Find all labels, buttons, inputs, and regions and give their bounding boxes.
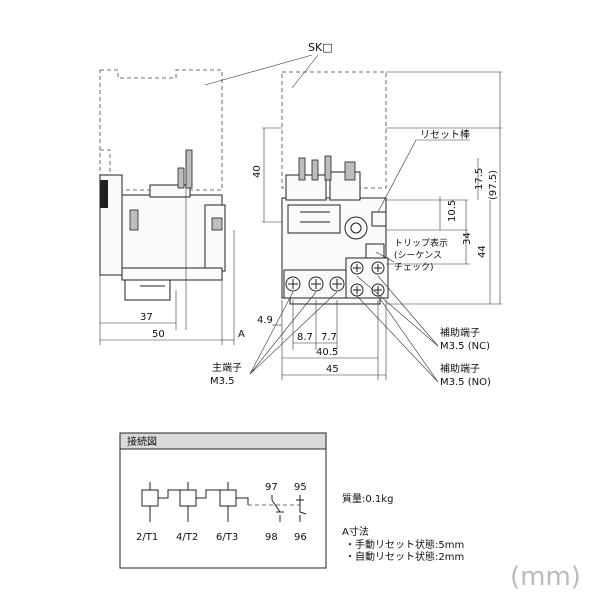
a-dimension-auto: ・自動リセット状態:2mm	[345, 550, 464, 563]
reset-bar-label: リセット棒	[420, 128, 470, 141]
trip-indicator-label-1: トリップ表示	[394, 237, 448, 249]
terminal-6-t3: 6/T3	[216, 532, 238, 543]
terminal-2-t1: 2/T1	[136, 532, 158, 543]
a-dimension-title: A寸法	[342, 525, 369, 538]
dim-10-5: 10.5	[447, 200, 458, 222]
a-dimension-manual: ・手動リセット状態:5mm	[345, 538, 464, 551]
unit-label: (mm)	[510, 562, 581, 592]
dim-17-5: 17.5	[474, 168, 485, 190]
trip-indicator-label-3: チェック)	[394, 262, 434, 273]
connection-diagram	[119, 432, 327, 569]
terminal-97: 97	[265, 482, 278, 493]
dim-40: 40	[252, 165, 263, 178]
aux-nc-spec: M3.5 (NC)	[440, 341, 490, 352]
dim-50: 50	[152, 329, 165, 340]
dim-44: 44	[477, 245, 488, 258]
sk-label: SK□	[308, 41, 333, 54]
dim-4-9: 4.9	[257, 315, 273, 326]
dim-97-5: (97.5)	[488, 170, 499, 200]
terminal-98: 98	[265, 532, 278, 543]
main-terminal-label: 主端子	[212, 361, 242, 374]
aux-nc-label: 補助端子	[440, 326, 480, 339]
front-view	[281, 71, 389, 305]
dim-7-7: 7.7	[321, 332, 337, 343]
terminal-4-t2: 4/T2	[176, 532, 198, 543]
dim-37: 37	[140, 312, 153, 323]
dim-40-5: 40.5	[316, 347, 338, 358]
trip-indicator-label-2: (シーケンス	[394, 250, 442, 261]
dim-45: 45	[326, 364, 339, 375]
dim-8-7: 8.7	[297, 332, 313, 343]
dim-34: 34	[462, 232, 473, 245]
connection-title: 接続図	[127, 435, 157, 448]
aux-no-label: 補助端子	[440, 362, 480, 375]
main-terminal-spec: M3.5	[210, 376, 235, 387]
terminal-95: 95	[294, 482, 307, 493]
mass-note: 質量:0.1kg	[342, 492, 393, 505]
side-view	[99, 69, 235, 345]
terminal-96: 96	[294, 532, 307, 543]
dim-a: A	[238, 329, 245, 340]
aux-no-spec: M3.5 (NO)	[440, 377, 491, 388]
